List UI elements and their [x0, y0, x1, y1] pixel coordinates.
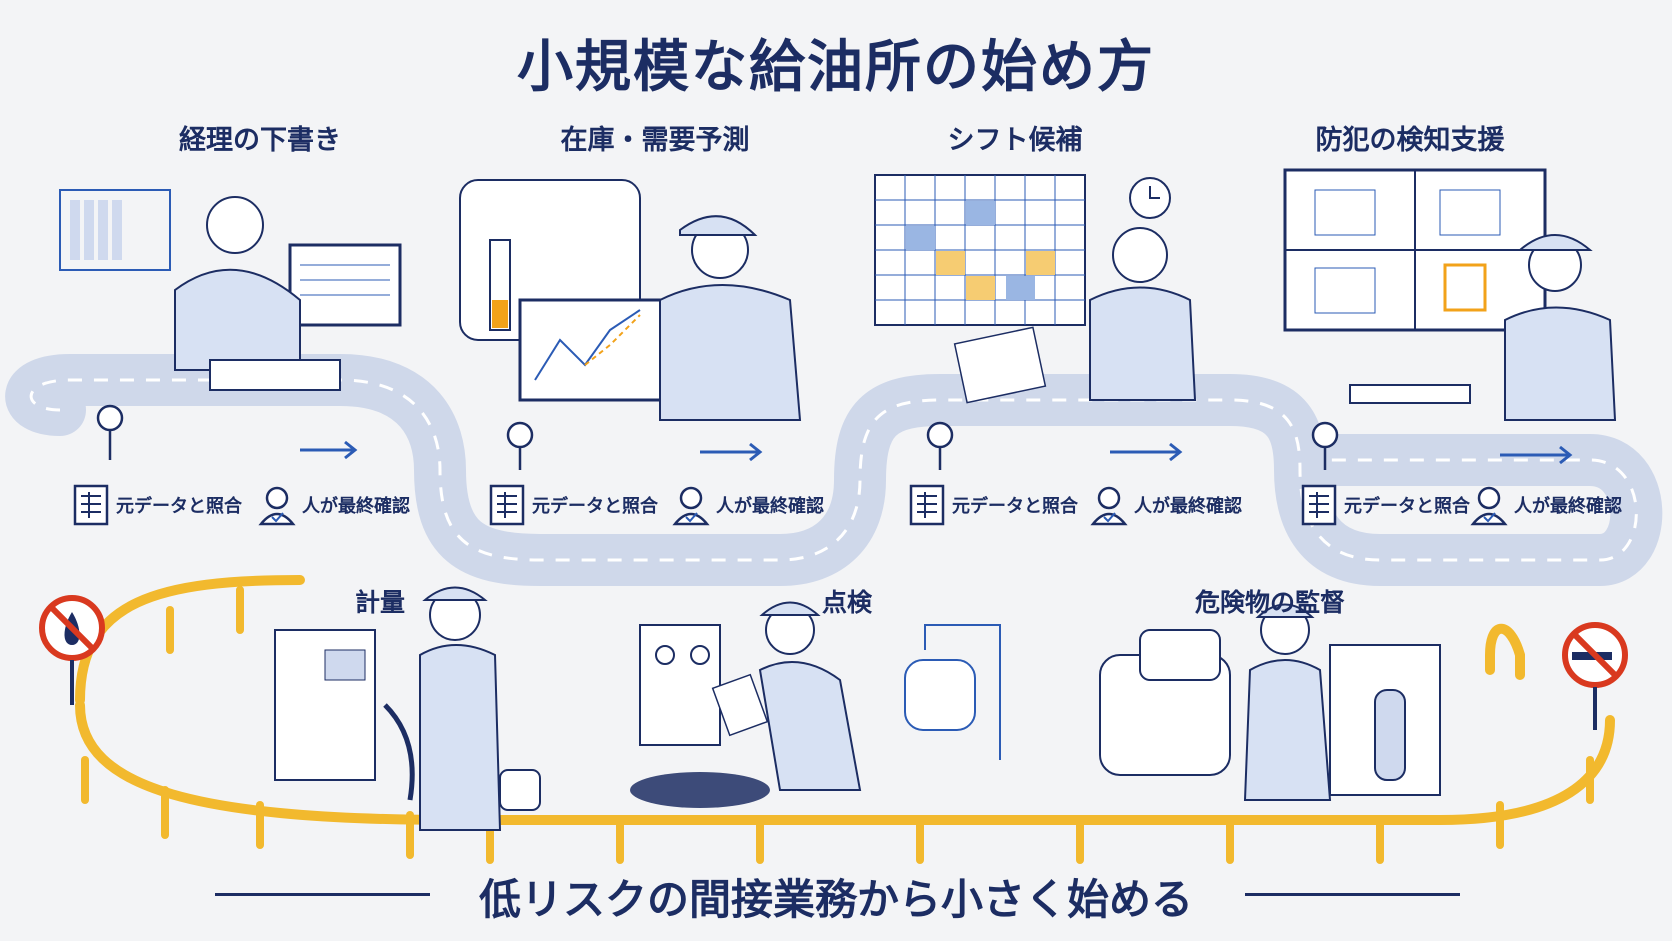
check-label: 元データと照合: [532, 496, 658, 517]
user-check-icon: [259, 486, 295, 526]
step-title-shift: シフト候補: [947, 125, 1083, 156]
road-path: [5, 354, 1663, 586]
check-human-confirm-1: 人が最終確認: [258, 482, 410, 528]
road-markers: [96, 404, 1339, 470]
check-label: 元データと照合: [116, 496, 242, 517]
document-icon: [489, 484, 525, 526]
page-title: 小規模な給油所の始め方: [517, 35, 1155, 100]
check-label: 人が最終確認: [716, 496, 824, 517]
footer-rule-right: [1245, 893, 1460, 896]
check-human-confirm-3: 人が最終確認: [1090, 482, 1242, 528]
step-title-security: 防犯の検知支援: [1315, 125, 1505, 156]
road-arrows: [300, 440, 1573, 465]
check-label: 人が最終確認: [302, 496, 410, 517]
check-label: 元データと照合: [952, 496, 1078, 517]
user-check-icon: [1091, 486, 1127, 526]
metering-illustration: [274, 586, 541, 831]
hazmat-illustration: [1099, 603, 1441, 801]
no-smoking-sign: [1562, 622, 1628, 730]
check-label: 元データと照合: [1344, 496, 1470, 517]
check-source-match-2: 元データと照合: [488, 482, 658, 528]
user-check-icon: [673, 486, 709, 526]
step-title-inventory: 在庫・需要予測: [560, 125, 750, 156]
lower-title-metering: 計量: [355, 588, 406, 617]
step-title-accounting: 経理の下書き: [179, 125, 341, 156]
lower-title-inspection: 点検: [822, 588, 873, 617]
document-icon: [909, 484, 945, 526]
check-label: 人が最終確認: [1134, 496, 1242, 517]
inventory-illustration: [459, 179, 802, 421]
check-source-match-1: 元データと照合: [72, 482, 242, 528]
security-illustration: [1283, 168, 1617, 421]
check-human-confirm-4: 人が最終確認: [1470, 482, 1622, 528]
lower-title-hazmat: 危険物の監督: [1195, 588, 1346, 617]
check-label: 人が最終確認: [1514, 496, 1622, 517]
user-check-icon: [1471, 486, 1507, 526]
no-fire-sign: [39, 595, 105, 705]
check-human-confirm-2: 人が最終確認: [672, 482, 824, 528]
document-icon: [73, 484, 109, 526]
check-source-match-4: 元データと照合: [1300, 482, 1470, 528]
check-source-match-3: 元データと照合: [908, 482, 1078, 528]
inspection-illustration: [630, 601, 1001, 808]
accounting-illustration: [59, 189, 402, 391]
shift-illustration: [874, 174, 1197, 404]
document-icon: [1301, 484, 1337, 526]
railing-posts: [81, 586, 1594, 864]
footer-rule-left: [215, 893, 430, 896]
footer-message: 低リスクの間接業務から小さく始める: [478, 875, 1193, 924]
